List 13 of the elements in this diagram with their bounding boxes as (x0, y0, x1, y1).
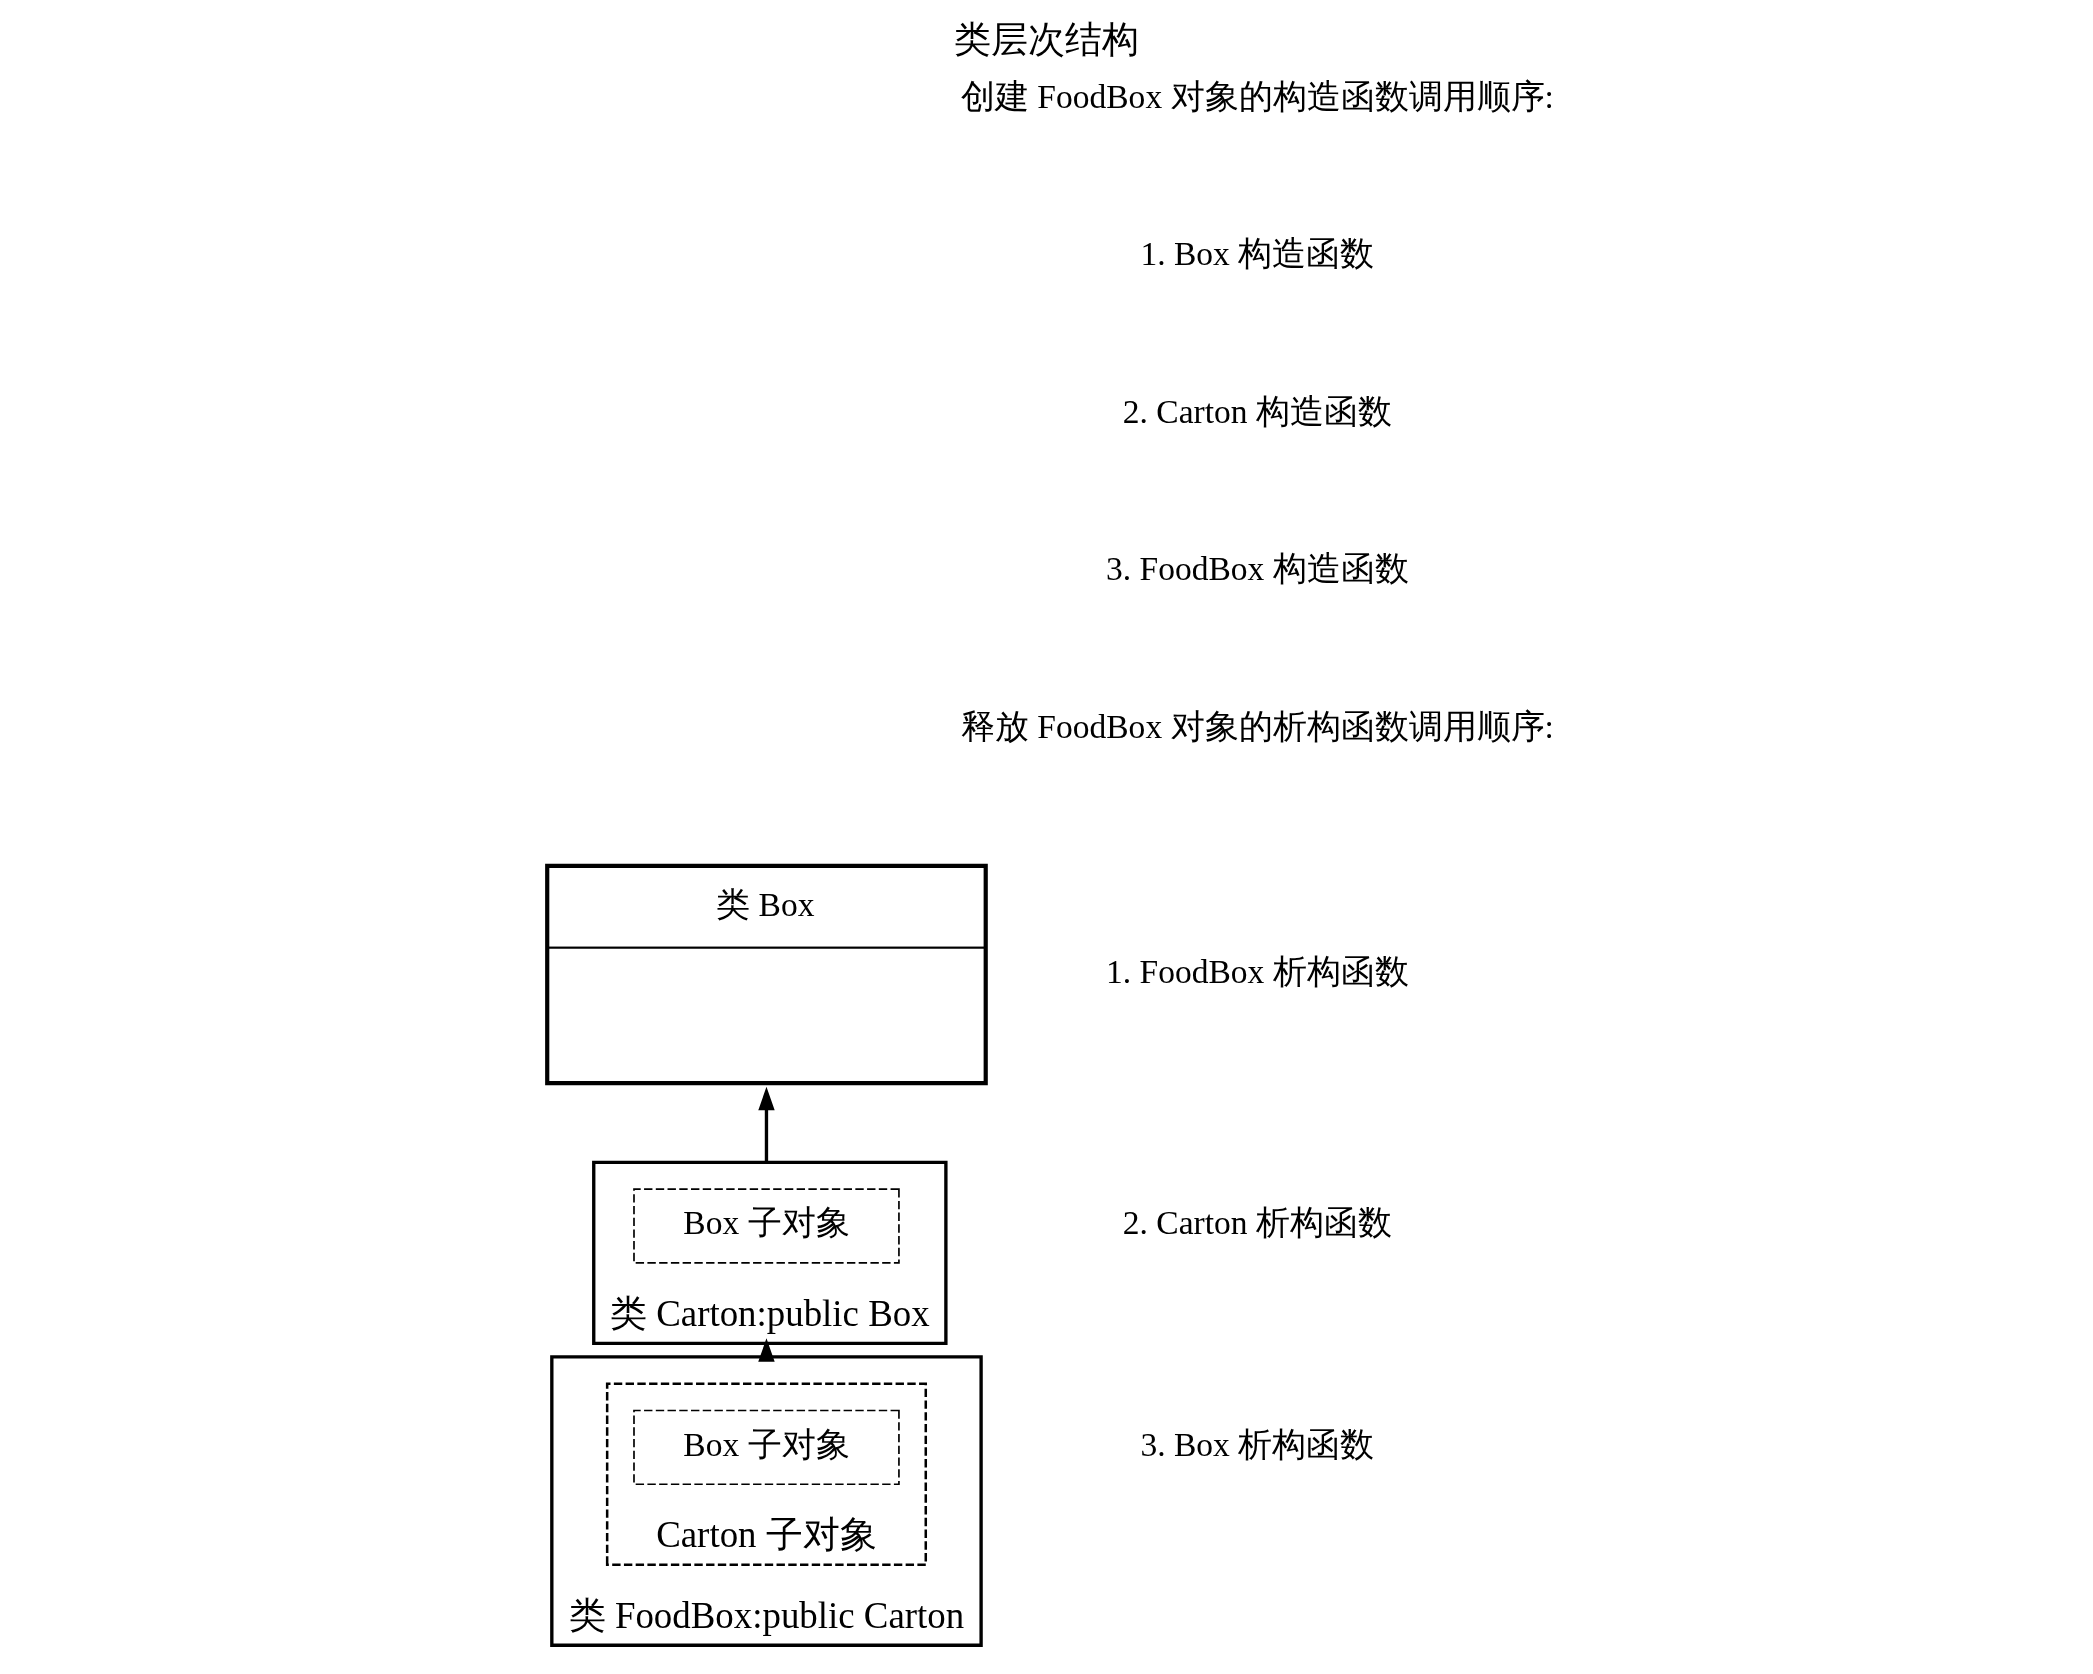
label: 2. Carton 析构函数 (1122, 1204, 1392, 1242)
label: 3. Box 析构函数 (1140, 1425, 1375, 1463)
node-box: Box 子对象 (633, 1409, 900, 1486)
label: 1. Box 构造函数 (1140, 235, 1375, 273)
label: 1. FoodBox 析构函数 (1106, 952, 1409, 990)
label: 释放 FoodBox 对象的析构函数调用顺序: (960, 708, 1554, 746)
label: 2. Carton 构造函数 (1122, 392, 1392, 430)
label: 创建 FoodBox 对象的构造函数调用顺序: (960, 77, 1554, 115)
node-box: Box 子对象 (633, 1188, 900, 1264)
arrow (758, 1086, 775, 1163)
arrow (758, 1338, 775, 1362)
diagram-title: 类层次结构 (954, 18, 1139, 60)
label: 3. FoodBox 构造函数 (1106, 550, 1409, 588)
